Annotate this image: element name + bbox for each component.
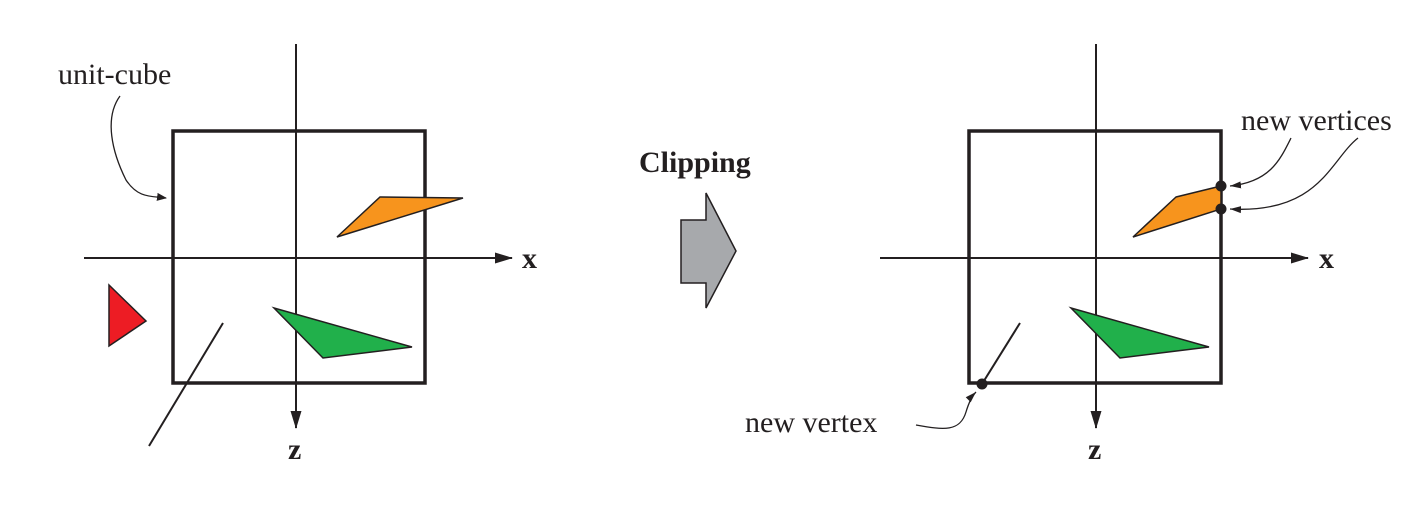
clipping-step: Clipping xyxy=(639,146,751,309)
x-axis-label-left: x xyxy=(522,242,537,275)
new-vertex-dot-upper xyxy=(1215,180,1227,192)
new-vertex-pointer xyxy=(915,391,977,429)
green-triangle-left xyxy=(271,306,413,359)
new-vertex-dot-line xyxy=(976,378,988,390)
red-triangle xyxy=(108,283,148,348)
orange-triangle-left xyxy=(336,196,464,238)
new-vertices-pointer-lower xyxy=(1229,137,1359,214)
clipping-label: Clipping xyxy=(639,146,751,179)
new-vertices-pointer-upper xyxy=(1229,137,1292,189)
line-segment-left xyxy=(148,322,224,447)
orange-polygon-clipped xyxy=(1132,185,1222,238)
line-segment-clipped xyxy=(981,322,1021,385)
new-vertex-label: new vertex xyxy=(745,406,877,439)
z-axis-label-right: z xyxy=(1088,433,1101,466)
green-triangle-right xyxy=(1068,306,1210,359)
new-vertex-dot-lower xyxy=(1215,203,1227,215)
z-axis-label-left: z xyxy=(288,433,301,466)
unit-cube-pointer xyxy=(110,95,167,201)
clipping-arrow xyxy=(680,192,737,309)
x-axis-label-right: x xyxy=(1319,242,1334,275)
unit-cube-label: unit-cube xyxy=(58,58,171,91)
unit-cube-right xyxy=(967,129,1223,385)
new-vertices-label: new vertices xyxy=(1241,104,1392,137)
after-clipping-panel: new vertices new vertex x z xyxy=(745,44,1392,466)
unit-cube-left xyxy=(171,129,427,385)
before-clipping-panel: unit-cube x z xyxy=(58,44,537,466)
